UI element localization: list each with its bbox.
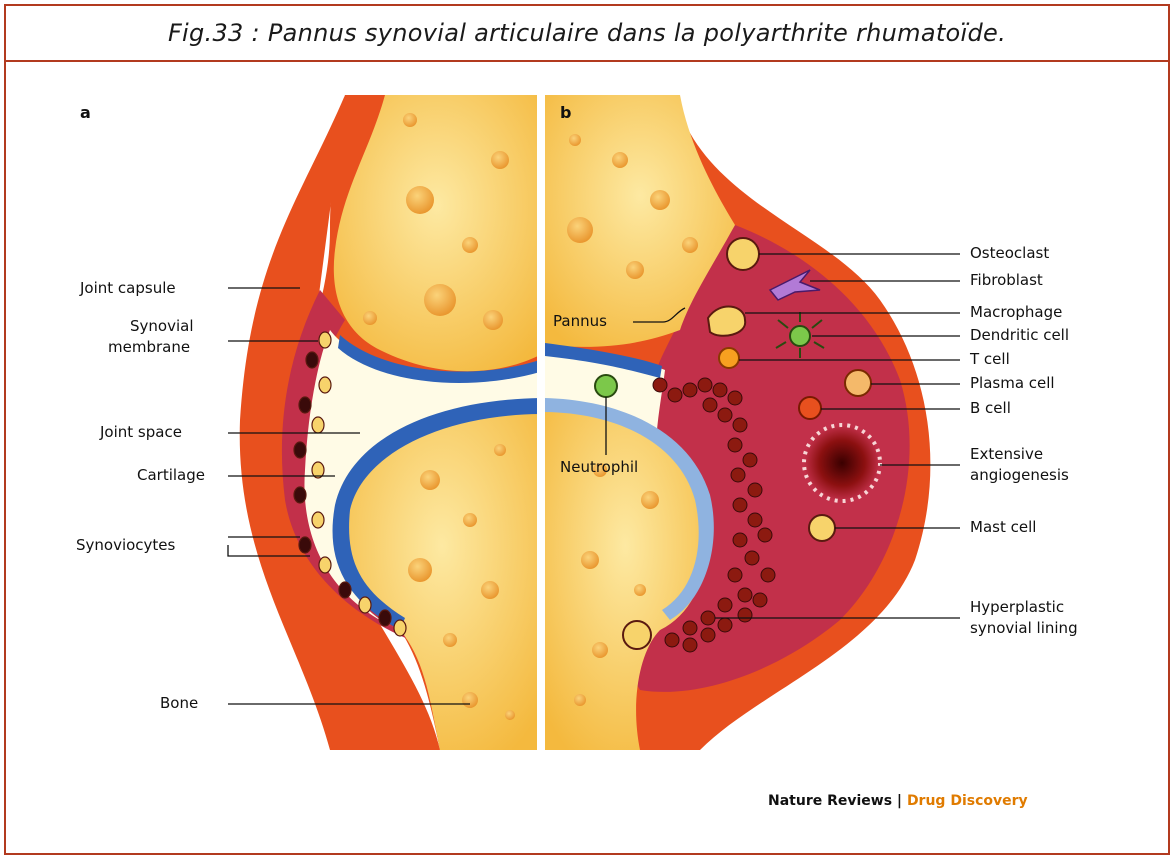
label-membrane: membrane (108, 338, 190, 356)
label-synovial-lining: synovial lining (970, 619, 1078, 637)
label-cartilage: Cartilage (137, 466, 205, 484)
label-mast-cell: Mast cell (970, 518, 1036, 536)
blood-vessel (804, 425, 880, 501)
label-t-cell: T cell (969, 350, 1010, 368)
label-plasma-cell: Plasma cell (970, 374, 1055, 392)
label-joint-capsule: Joint capsule (79, 279, 176, 297)
credit-source: Nature Reviews (768, 793, 892, 809)
panel-b: b (545, 95, 930, 750)
credit-line: Nature Reviews | Drug Discovery (768, 793, 1028, 809)
label-hyperplastic: Hyperplastic (970, 598, 1064, 616)
label-angiogenesis: angiogenesis (970, 466, 1069, 484)
label-extensive: Extensive (970, 445, 1043, 463)
label-synoviocytes: Synoviocytes (76, 536, 176, 554)
label-joint-space: Joint space (99, 423, 182, 441)
label-b-cell: B cell (970, 399, 1011, 417)
label-bone: Bone (160, 694, 198, 712)
credit-separator: | (892, 793, 907, 809)
label-dendritic-cell: Dendritic cell (970, 326, 1069, 344)
macrophage-cell (708, 306, 745, 335)
panel-a-label: a (80, 103, 91, 122)
osteoclast-cell (727, 238, 759, 270)
plasma-cell (845, 370, 871, 396)
label-fibroblast: Fibroblast (970, 271, 1043, 289)
osteoclast-cell-2 (623, 621, 651, 649)
label-pannus: Pannus (553, 312, 607, 330)
neutrophil-cell (595, 375, 617, 397)
label-osteoclast: Osteoclast (970, 244, 1049, 262)
label-neutrophil: Neutrophil (560, 458, 638, 476)
credit-journal: Drug Discovery (907, 793, 1028, 809)
panel-divider (537, 95, 545, 755)
mast-cell (809, 515, 835, 541)
label-synovial: Synovial (130, 317, 194, 335)
t-cell (719, 348, 739, 368)
label-macrophage: Macrophage (970, 303, 1062, 321)
b-cell (799, 397, 821, 419)
panel-b-label: b (560, 103, 571, 122)
